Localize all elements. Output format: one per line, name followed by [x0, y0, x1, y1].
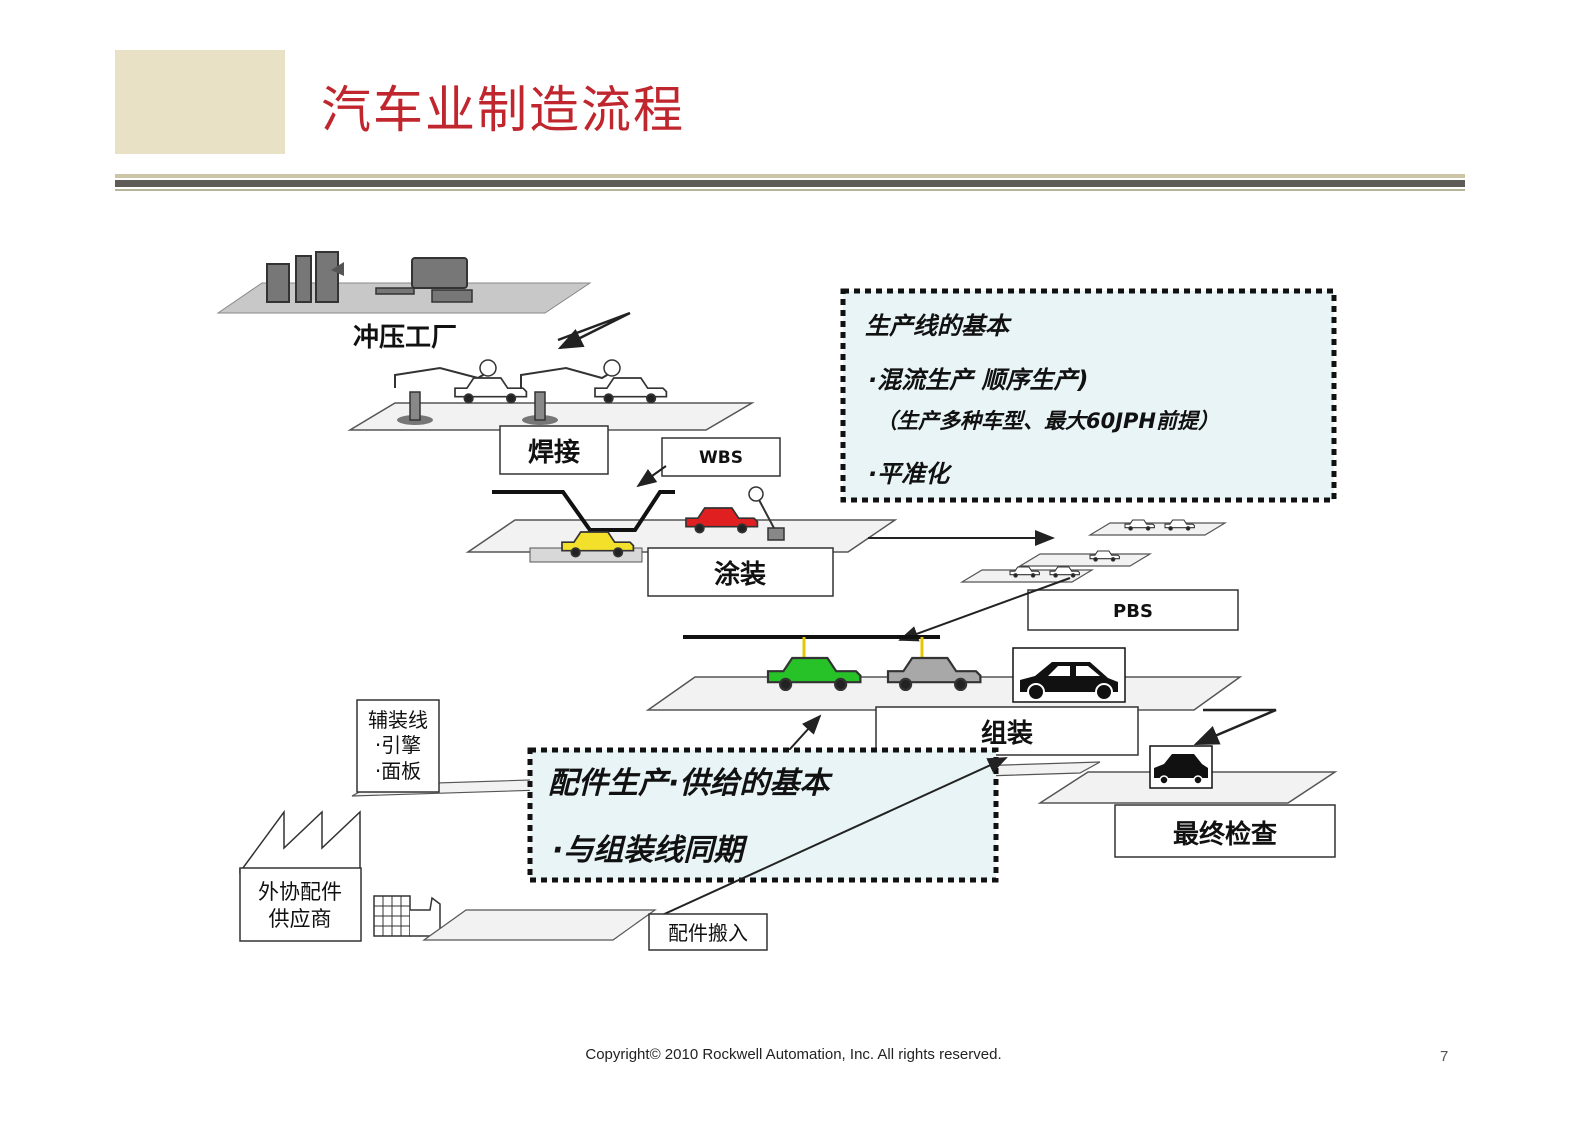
- flow-arrow-wbs: [636, 465, 667, 488]
- car-body-welding-2: [594, 377, 668, 404]
- supplier-factory-icon: [239, 809, 362, 942]
- production-note-item1-detail: （生产多种车型、最大60JPH前提）: [876, 409, 1219, 433]
- finished-car-icon: [1012, 647, 1126, 703]
- flow-arrow-assembly-to-inspection: [1193, 708, 1277, 746]
- flow-arrow-inbound-to-assembly: [659, 757, 1008, 917]
- painting-platform: [465, 519, 898, 553]
- welding-label: 焊接: [528, 438, 580, 468]
- assembly-label-box: [875, 706, 1139, 756]
- welding-label-box: [499, 425, 609, 475]
- parts-note-title: 配件生产·供给的基本: [548, 766, 833, 801]
- wbs-label: WBS: [699, 448, 743, 468]
- parts-supply-note: [527, 747, 999, 883]
- final-inspection-label: 最终检查: [1173, 819, 1277, 850]
- parts-inbound-label: 配件搬入: [668, 921, 748, 945]
- production-note-item1: ·混流生产 顺序生产): [868, 366, 1088, 394]
- production-note-item2: ·平准化: [868, 460, 953, 488]
- parts-rack-icon: [373, 895, 441, 937]
- supplier-label-line1: 外协配件: [258, 880, 342, 904]
- sub-line-box: [356, 699, 440, 793]
- painting-label-box: [647, 547, 834, 597]
- pbs-buffer-platforms: [959, 519, 1228, 583]
- page-number: 7: [1440, 1048, 1449, 1065]
- paint-dip-conveyor: [492, 490, 675, 532]
- parts-inbound-conveyor: [422, 909, 657, 941]
- copyright-footer: Copyright© 2010 Rockwell Automation, Inc…: [585, 1046, 1002, 1063]
- parts-note-item1: ·与组装线同期: [552, 833, 748, 868]
- flow-arrow-stamping-to-welding: [557, 311, 631, 350]
- header-rule-middle: [115, 180, 1465, 187]
- painting-label: 涂装: [714, 559, 766, 590]
- wbs-label-box: [661, 437, 781, 477]
- header-rule-top: [115, 174, 1465, 178]
- paint-robot-icon: [748, 486, 785, 541]
- production-note-title: 生产线的基本: [865, 312, 1012, 340]
- parts-inbound-label-box: [648, 913, 768, 951]
- sub-line-item2: ·面板: [375, 759, 421, 783]
- final-inspection-label-box: [1114, 804, 1336, 858]
- header-rule-bottom: [115, 189, 1465, 191]
- title-accent-block: [115, 50, 285, 154]
- welding-robot-icon: [394, 359, 621, 425]
- stamping-plant-label: 冲压工厂: [353, 323, 457, 353]
- pbs-label-box: [1027, 589, 1239, 631]
- supplier-label-line2: 供应商: [269, 907, 332, 931]
- inspected-car-icon: [1149, 745, 1213, 789]
- car-body-welding-1: [454, 377, 528, 404]
- sub-line-title: 辅装线: [368, 708, 428, 732]
- slide-title: 汽车业制造流程: [321, 81, 685, 139]
- flow-arrow-pbs-to-assembly: [898, 577, 1071, 642]
- sub-line-item1: ·引擎: [375, 733, 421, 757]
- production-line-note: [840, 288, 1337, 503]
- stamping-press-icon: [266, 251, 473, 303]
- pbs-label: PBS: [1113, 601, 1153, 622]
- assembly-label: 组装: [981, 718, 1033, 749]
